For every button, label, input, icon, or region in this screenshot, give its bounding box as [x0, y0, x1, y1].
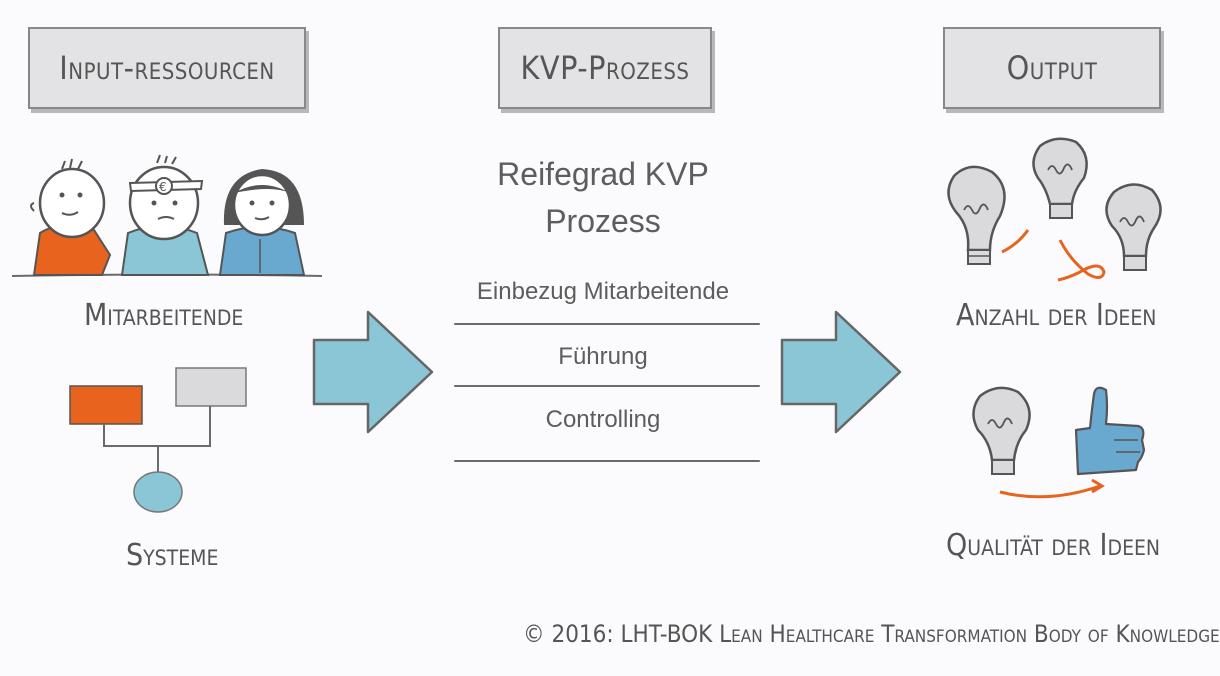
system-box-orange: [69, 385, 143, 425]
kvp-process-header-text: KVP-Prozess: [520, 49, 690, 87]
systems-illustration: [69, 367, 247, 513]
output-header-text: Output: [1006, 49, 1098, 87]
lightbulb-icon: [972, 386, 1031, 475]
systems-label: Systeme: [126, 538, 219, 573]
ideas-quantity-illustration: [947, 137, 1162, 282]
output-header: Output: [943, 27, 1161, 109]
lightbulb-icon: [1105, 183, 1162, 271]
divider-3: [454, 460, 760, 462]
lightbulb-icon: [947, 165, 1006, 265]
system-circle: [133, 471, 183, 513]
ideas-quality-illustration: [972, 386, 1146, 499]
kvp-process-header: KVP-Prozess: [498, 27, 712, 109]
person-woman-icon: [218, 169, 306, 276]
employees-illustration: €: [11, 154, 323, 277]
system-box-gray: [175, 367, 247, 407]
arrow-right-icon: [780, 310, 902, 434]
thumbs-up-icon: [1074, 386, 1146, 476]
person-orange-icon: [30, 158, 112, 276]
arrow-left-icon: [312, 310, 434, 434]
process-title-line1: Reifegrad KVP: [497, 156, 709, 192]
divider-1: [454, 323, 760, 325]
process-item-controlling: Controlling: [545, 406, 661, 433]
divider-2: [454, 385, 760, 387]
process-item-involvement: Einbezug Mitarbeitende: [476, 278, 730, 305]
lightbulb-icon: [1032, 137, 1088, 219]
input-resources-header: Input-ressourcen: [28, 27, 306, 109]
employees-label: Mitarbeitende: [84, 298, 244, 333]
ideas-quantity-label: Anzahl der Ideen: [956, 298, 1157, 333]
copyright-footer: © 2016: LHT-BOK Lean Healthcare Transfor…: [523, 620, 1220, 648]
person-doctor-icon: €: [120, 154, 210, 276]
process-item-leadership: Führung: [558, 343, 648, 370]
input-resources-header-text: Input-ressourcen: [59, 49, 275, 87]
ideas-quality-label: Qualität der Ideen: [946, 528, 1161, 563]
svg-text:€: €: [159, 180, 167, 194]
process-title-line2: Prozess: [545, 203, 661, 239]
